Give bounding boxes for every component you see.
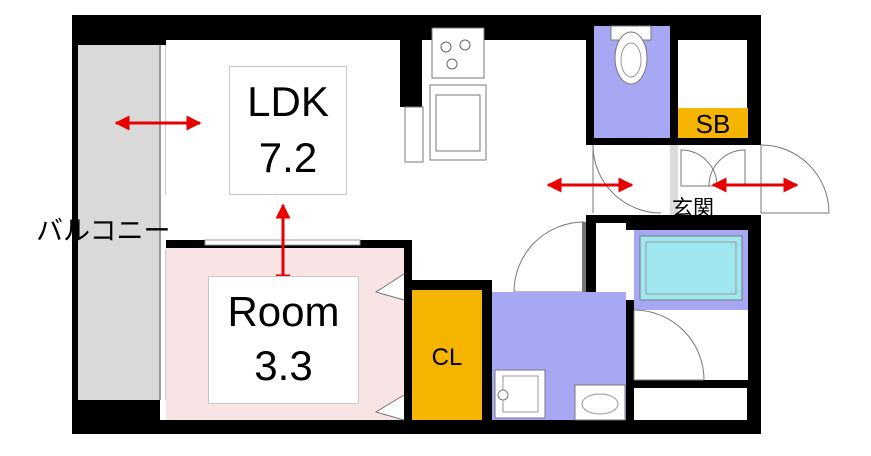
ldk-name: LDK [247, 78, 329, 125]
closet-label: CL [431, 344, 463, 371]
room-size: 3.3 [254, 342, 313, 389]
room-label-box [208, 276, 359, 404]
balcony-label: バルコニー [36, 216, 171, 246]
shoe-box-label: SB [695, 109, 731, 139]
wall-right-upper [747, 15, 761, 145]
entrance-label: 玄関 [672, 197, 714, 220]
shoe-box [678, 108, 748, 138]
balcony [78, 45, 160, 400]
wall-corner-top-left [72, 15, 184, 45]
ldk-size: 7.2 [258, 134, 318, 181]
wall-left [72, 15, 78, 434]
closet [412, 290, 482, 420]
ldk-label-box [229, 66, 347, 195]
room-name: Room [227, 288, 340, 335]
cooktop [431, 27, 485, 79]
wall-outer-bottom [72, 420, 756, 434]
wall-right-lower [747, 215, 761, 434]
